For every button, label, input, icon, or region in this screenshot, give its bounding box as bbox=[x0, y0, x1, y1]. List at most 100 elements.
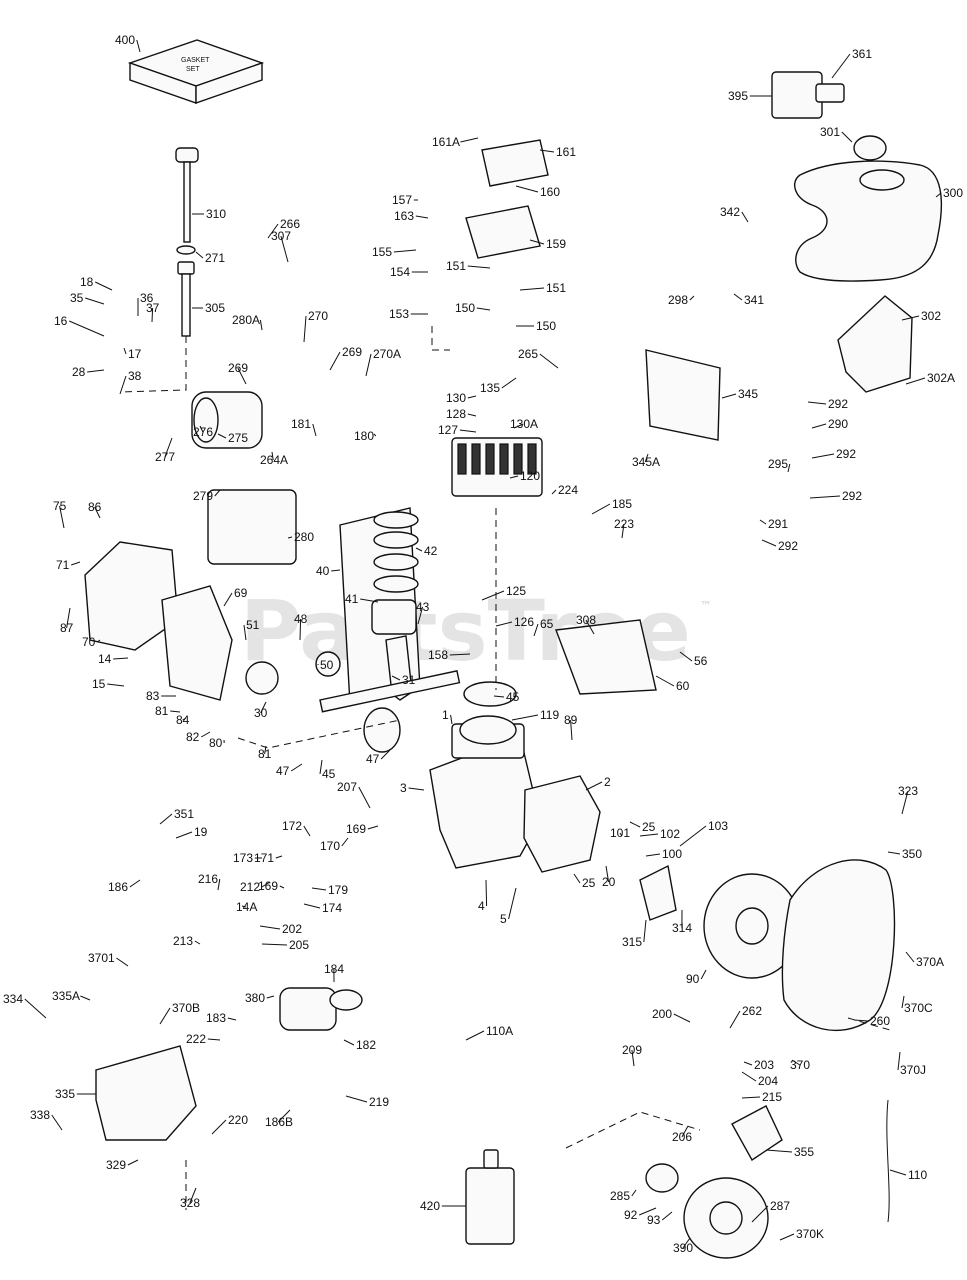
part-callout: 151 bbox=[446, 259, 466, 273]
part-callout: 125 bbox=[506, 584, 526, 598]
part-callout: 65 bbox=[540, 617, 554, 631]
callout-leader bbox=[345, 1095, 368, 1103]
part-callout: 155 bbox=[372, 245, 392, 259]
callout-leader bbox=[619, 832, 623, 837]
part-callout: 37 bbox=[146, 301, 160, 315]
callout-leader bbox=[539, 353, 559, 369]
callout-leader bbox=[380, 749, 391, 760]
part-callout: 1 bbox=[442, 708, 449, 722]
callout-leader bbox=[151, 307, 154, 323]
blower-housing-part bbox=[781, 859, 896, 1032]
head-gasket-part bbox=[463, 681, 517, 707]
callout-leader bbox=[217, 878, 221, 891]
part-callout: 279 bbox=[193, 489, 213, 503]
part-callout: 101 bbox=[610, 826, 630, 840]
callout-leader bbox=[373, 433, 377, 437]
callout-leader bbox=[237, 367, 247, 385]
part-callout: 370A bbox=[916, 955, 944, 969]
callout-leader bbox=[741, 1071, 757, 1082]
callout-leader bbox=[681, 1125, 689, 1138]
callout-leader bbox=[170, 710, 181, 713]
callout-leader bbox=[779, 1233, 795, 1241]
callout-leader bbox=[831, 53, 851, 79]
callout-leader bbox=[365, 353, 372, 377]
callout-leader bbox=[182, 717, 187, 721]
part-callout: 150 bbox=[455, 301, 475, 315]
callout-leader bbox=[136, 39, 141, 53]
callout-leader bbox=[901, 995, 905, 1009]
part-callout: 202 bbox=[282, 922, 302, 936]
part-callout: 170 bbox=[320, 839, 340, 853]
dipstick-part bbox=[175, 147, 199, 337]
part-callout: 200 bbox=[652, 1007, 672, 1021]
callout-leader bbox=[661, 1211, 673, 1221]
assembly-line bbox=[431, 326, 450, 351]
callout-leader bbox=[261, 943, 288, 946]
part-callout: 70 bbox=[82, 635, 96, 649]
callout-leader bbox=[935, 192, 942, 198]
part-callout: 342 bbox=[720, 205, 740, 219]
callout-leader bbox=[729, 1010, 741, 1029]
part-callout: 390 bbox=[673, 1241, 693, 1255]
callout-leader bbox=[261, 881, 271, 888]
part-callout: 335A bbox=[52, 989, 80, 1003]
assembly-line bbox=[237, 719, 401, 749]
callout-leader bbox=[509, 475, 519, 479]
callout-leader bbox=[495, 621, 513, 627]
callout-layer: 400361395301300161A161160157163159342155… bbox=[3, 33, 963, 1255]
callout-leader bbox=[644, 453, 649, 463]
part-callout: 186B bbox=[265, 1115, 293, 1129]
callout-leader bbox=[393, 249, 417, 253]
part-callout: 20 bbox=[602, 875, 616, 889]
carburetor-part bbox=[279, 987, 363, 1031]
part-callout: 341 bbox=[744, 293, 764, 307]
part-callout: 277 bbox=[155, 450, 175, 464]
part-callout: 314 bbox=[672, 921, 692, 935]
part-callout: 266 bbox=[280, 217, 300, 231]
part-callout: 305 bbox=[205, 301, 225, 315]
tank-bracket-part bbox=[837, 295, 913, 393]
callout-leader bbox=[533, 623, 539, 637]
part-callout: 310 bbox=[206, 207, 226, 221]
part-callout: 100 bbox=[662, 847, 682, 861]
callout-leader bbox=[271, 451, 274, 461]
callout-leader bbox=[460, 137, 479, 143]
gasket-box-line1: GASKET bbox=[181, 57, 210, 64]
part-callout: 370 bbox=[790, 1058, 810, 1072]
fuel-valve-part bbox=[771, 71, 845, 119]
part-callout: 262 bbox=[742, 1004, 762, 1018]
part-callout: 50 bbox=[320, 658, 334, 672]
part-callout: 43 bbox=[416, 600, 430, 614]
part-callout: 81 bbox=[258, 747, 272, 761]
part-callout: 280A bbox=[232, 313, 260, 327]
callout-leader bbox=[751, 1205, 769, 1223]
part-callout: 209 bbox=[622, 1043, 642, 1057]
part-callout: 350 bbox=[902, 847, 922, 861]
callout-leader bbox=[391, 675, 401, 681]
part-callout: 130A bbox=[510, 417, 538, 431]
part-callout: 89 bbox=[564, 713, 578, 727]
part-callout: 370C bbox=[904, 1001, 933, 1015]
callout-leader bbox=[264, 745, 267, 755]
callout-leader bbox=[759, 519, 767, 525]
callout-leader bbox=[585, 619, 595, 635]
callout-leader bbox=[331, 569, 341, 572]
callout-leader bbox=[467, 395, 477, 399]
part-callout: 161 bbox=[556, 145, 576, 159]
part-callout: 45 bbox=[322, 767, 336, 781]
callout-leader bbox=[673, 1013, 691, 1023]
callout-leader bbox=[69, 320, 105, 337]
part-callout: 181 bbox=[291, 417, 311, 431]
part-callout: 31 bbox=[402, 673, 416, 687]
callout-leader bbox=[123, 347, 127, 355]
part-callout: 328 bbox=[180, 1196, 200, 1210]
callout-leader bbox=[303, 903, 321, 909]
callout-leader bbox=[645, 853, 661, 857]
starter-cup-part bbox=[731, 1105, 783, 1162]
part-callout: 269 bbox=[342, 345, 362, 359]
callout-leader bbox=[367, 825, 379, 830]
part-callout: 60 bbox=[676, 679, 690, 693]
part-callout: 169 bbox=[258, 879, 278, 893]
part-callout: 355 bbox=[794, 1145, 814, 1159]
callout-leader bbox=[741, 1096, 761, 1099]
